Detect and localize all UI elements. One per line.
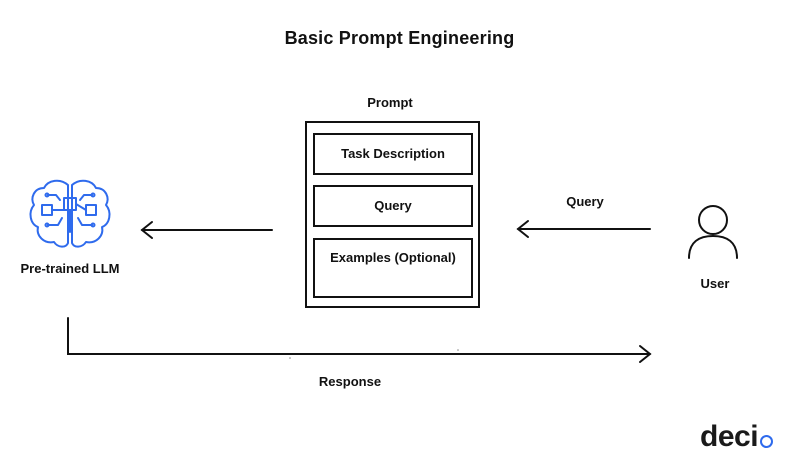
user-to-prompt-arrow [516, 220, 651, 238]
response-arrow [67, 317, 652, 363]
diagram-title: Basic Prompt Engineering [284, 28, 515, 48]
logo-dot-icon [760, 435, 774, 448]
prompt-box: Task Description Query Examples (Optiona… [305, 121, 480, 308]
user-icon [688, 205, 738, 259]
prompt-to-llm-arrow [140, 221, 273, 239]
prompt-section-examples: Examples (Optional) [313, 238, 473, 298]
llm-label: Pre-trained LLM [20, 261, 120, 276]
prompt-label: Prompt [367, 95, 413, 110]
prompt-section-query: Query [313, 185, 473, 227]
deci-logo: deci [700, 420, 774, 454]
brain-chip-icon [29, 179, 111, 248]
response-arrow-label: Response [318, 374, 382, 389]
user-label: User [700, 276, 730, 291]
prompt-section-task-description: Task Description [313, 133, 473, 175]
query-arrow-label: Query [566, 194, 604, 209]
deci-logo-text: deci [700, 420, 759, 453]
